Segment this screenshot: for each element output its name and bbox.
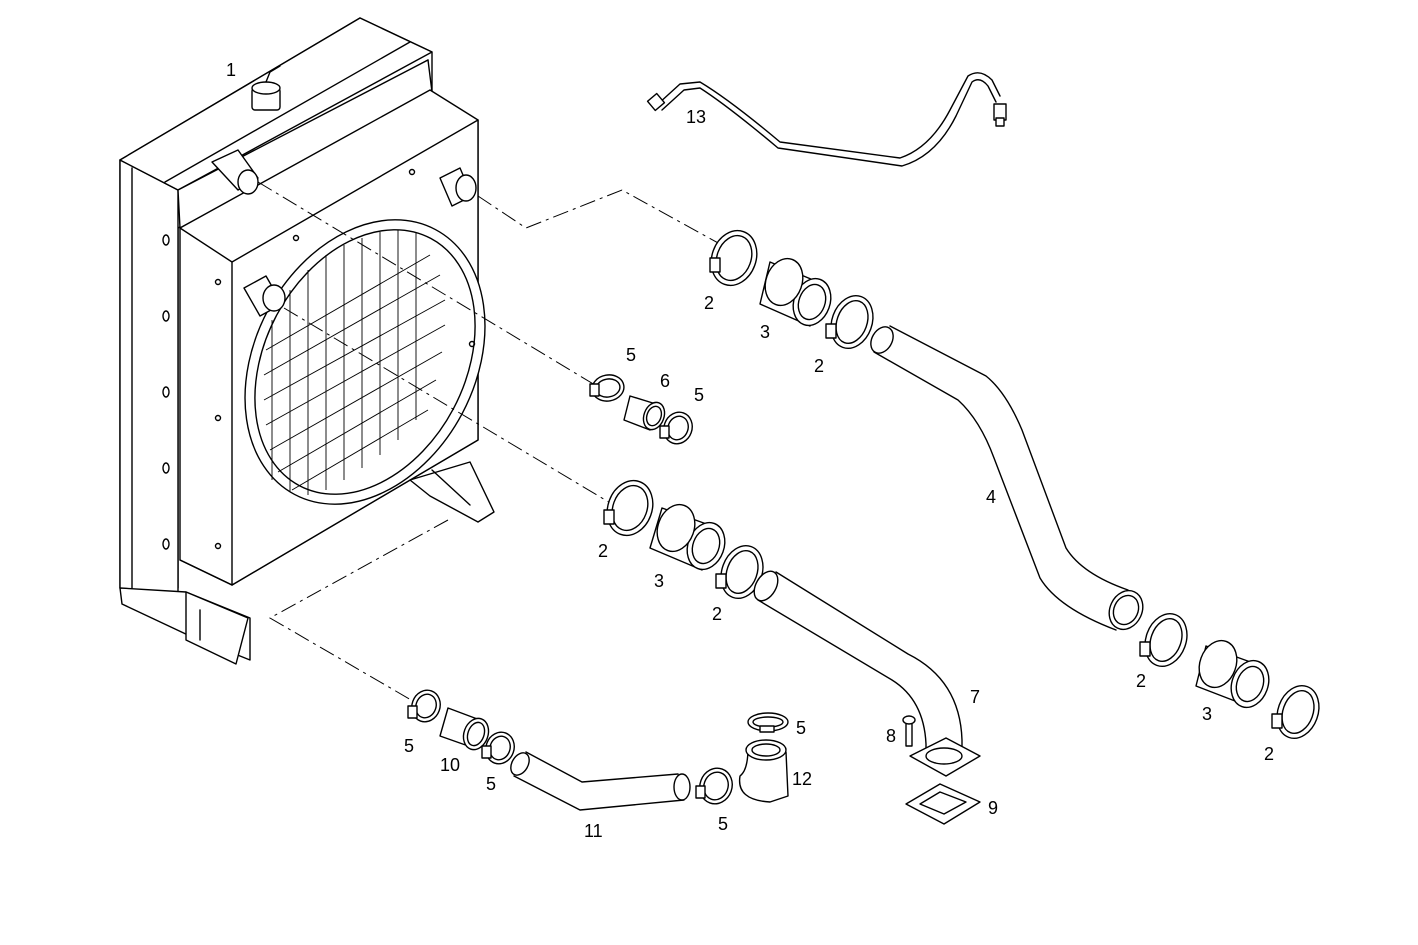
clamp-bottom-mid xyxy=(481,731,515,765)
label-clamp-mid-left: 2 xyxy=(598,541,608,561)
label-elbow-pipe: 7 xyxy=(970,687,980,707)
bolt xyxy=(902,715,916,747)
label-clamp-bottom-mid: 5 xyxy=(486,774,496,794)
label-clamp-small-left: 5 xyxy=(626,345,636,365)
label-elbow-small: 12 xyxy=(792,769,812,789)
label-gasket: 9 xyxy=(988,798,998,818)
pipe-top xyxy=(646,72,1007,167)
nozzle-top-left xyxy=(211,149,259,195)
hose-bottom xyxy=(510,751,691,811)
label-radiator: 1 xyxy=(226,60,236,80)
label-pipe-top: 13 xyxy=(686,107,706,127)
gasket xyxy=(905,783,981,825)
label-clamp-lower-right-a: 2 xyxy=(1136,671,1146,691)
elbow-small xyxy=(738,739,789,803)
clamp-lower-right-b xyxy=(1271,685,1320,739)
core-grid xyxy=(263,230,446,495)
label-sleeve-lower-right: 3 xyxy=(1202,704,1212,724)
label-clamp-bottom-right: 5 xyxy=(718,814,728,834)
nozzle-lower xyxy=(243,275,286,317)
sleeve-lower-right xyxy=(1195,639,1270,709)
label-sleeve-top: 3 xyxy=(760,322,770,342)
mount-bracket-left xyxy=(119,587,251,665)
radiator xyxy=(119,17,495,665)
label-hose-bottom: 11 xyxy=(584,821,603,841)
label-sleeve-mid: 3 xyxy=(654,571,664,591)
label-clamp-lower-right-b: 2 xyxy=(1264,744,1274,764)
clamp-mid-left xyxy=(603,479,654,537)
sleeve-top xyxy=(759,257,832,327)
labels: 1 2 3 2 4 5 6 5 2 3 2 2 3 2 7 8 9 5 10 5… xyxy=(226,60,1274,841)
label-clamp-top-right: 2 xyxy=(814,356,824,376)
label-clamp-small-right: 5 xyxy=(694,385,704,405)
sleeve-mid xyxy=(649,503,726,571)
label-clamp-bottom-left: 5 xyxy=(404,736,414,756)
hose-long xyxy=(870,325,1144,631)
label-hose-long: 4 xyxy=(986,487,996,507)
clamp-top-left xyxy=(709,229,758,287)
elbow-pipe xyxy=(753,570,981,777)
mount-bracket-right xyxy=(409,461,495,523)
label-sleeve-small: 6 xyxy=(660,371,670,391)
clamp-lower-right-a xyxy=(1139,613,1188,667)
clamp-mid-right xyxy=(715,545,764,599)
clamp-bottom-left xyxy=(407,689,441,723)
sleeve-bottom xyxy=(439,707,490,751)
label-sleeve-bottom: 10 xyxy=(440,755,460,775)
label-bolt: 8 xyxy=(886,726,896,746)
sleeve-small xyxy=(623,395,666,431)
label-clamp-top-left: 2 xyxy=(704,293,714,313)
filler-cap xyxy=(251,65,281,111)
nozzle-top-right xyxy=(439,167,477,207)
label-clamp-mid-right: 2 xyxy=(712,604,722,624)
clamp-small-left xyxy=(589,374,625,402)
clamp-bottom-right xyxy=(695,767,733,805)
clamp-top-right xyxy=(825,295,874,349)
leader-lines xyxy=(257,181,721,705)
clamp-elbow-top xyxy=(747,712,789,733)
clamp-small-right xyxy=(659,411,693,445)
label-clamp-elbow-top: 5 xyxy=(796,718,806,738)
